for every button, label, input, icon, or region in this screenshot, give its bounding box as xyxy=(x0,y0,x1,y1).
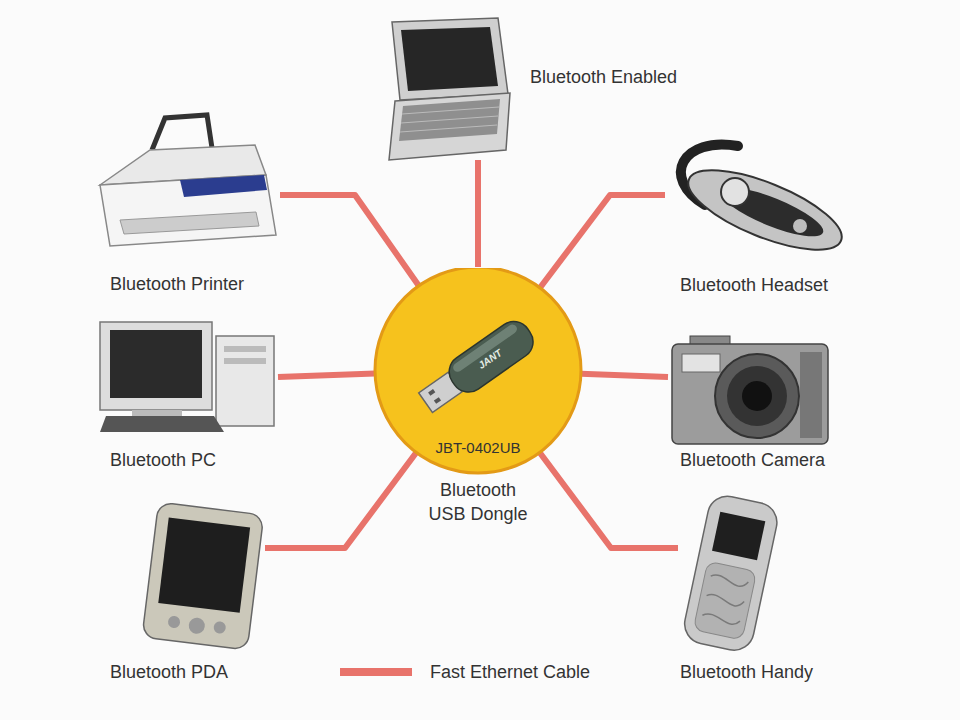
legend-line-sample xyxy=(340,660,412,684)
device-node: Bluetooth PC xyxy=(98,318,278,476)
dongle-highlight xyxy=(451,323,518,374)
legend-line xyxy=(340,668,412,676)
legend: Fast Ethernet Cable xyxy=(340,660,590,684)
usb-plug-hole xyxy=(428,389,435,396)
device-node: Bluetooth Headset xyxy=(665,135,860,301)
legend-row: Fast Ethernet Cable xyxy=(340,660,590,684)
printer-picture xyxy=(100,115,276,246)
connector-line xyxy=(540,195,665,288)
connector-line xyxy=(278,374,375,377)
device-label: Bluetooth PDA xyxy=(110,660,228,684)
device-label: Bluetooth Enabled xyxy=(530,65,677,89)
model-number: JBT-0402UB xyxy=(370,439,586,457)
headset-picture xyxy=(679,144,851,265)
usb-plug-hole xyxy=(434,397,441,404)
device-label: Bluetooth Camera xyxy=(680,448,825,472)
connector-line xyxy=(581,374,668,377)
pda-picture xyxy=(142,502,264,650)
laptop-picture xyxy=(389,18,510,160)
device-label: Bluetooth PC xyxy=(110,448,216,472)
connector-line xyxy=(280,195,419,286)
connector-line xyxy=(475,160,481,267)
connector-line xyxy=(540,453,678,549)
dongle-node: JBT-0402UB Bluetooth USB Dongle xyxy=(370,268,590,530)
dongle-body xyxy=(443,315,540,399)
connector-line xyxy=(265,453,416,549)
device-node: Bluetooth Enabled xyxy=(385,20,705,160)
dongle-label: Bluetooth USB Dongle xyxy=(424,478,532,526)
pc-picture xyxy=(100,322,274,432)
device-label: Bluetooth Headset xyxy=(680,273,828,297)
legend-text: Fast Ethernet Cable xyxy=(430,660,590,684)
device-label: Bluetooth Printer xyxy=(110,272,244,296)
camera-picture xyxy=(672,336,828,444)
device-label: Bluetooth Handy xyxy=(680,660,813,684)
device-node: Bluetooth Printer xyxy=(95,112,280,300)
device-node: Bluetooth PDA xyxy=(105,503,265,688)
device-node: Bluetooth Handy xyxy=(678,493,848,688)
phone-picture xyxy=(681,493,781,654)
device-node: Bluetooth Camera xyxy=(668,338,858,476)
usb-dongle-picture xyxy=(415,315,540,418)
